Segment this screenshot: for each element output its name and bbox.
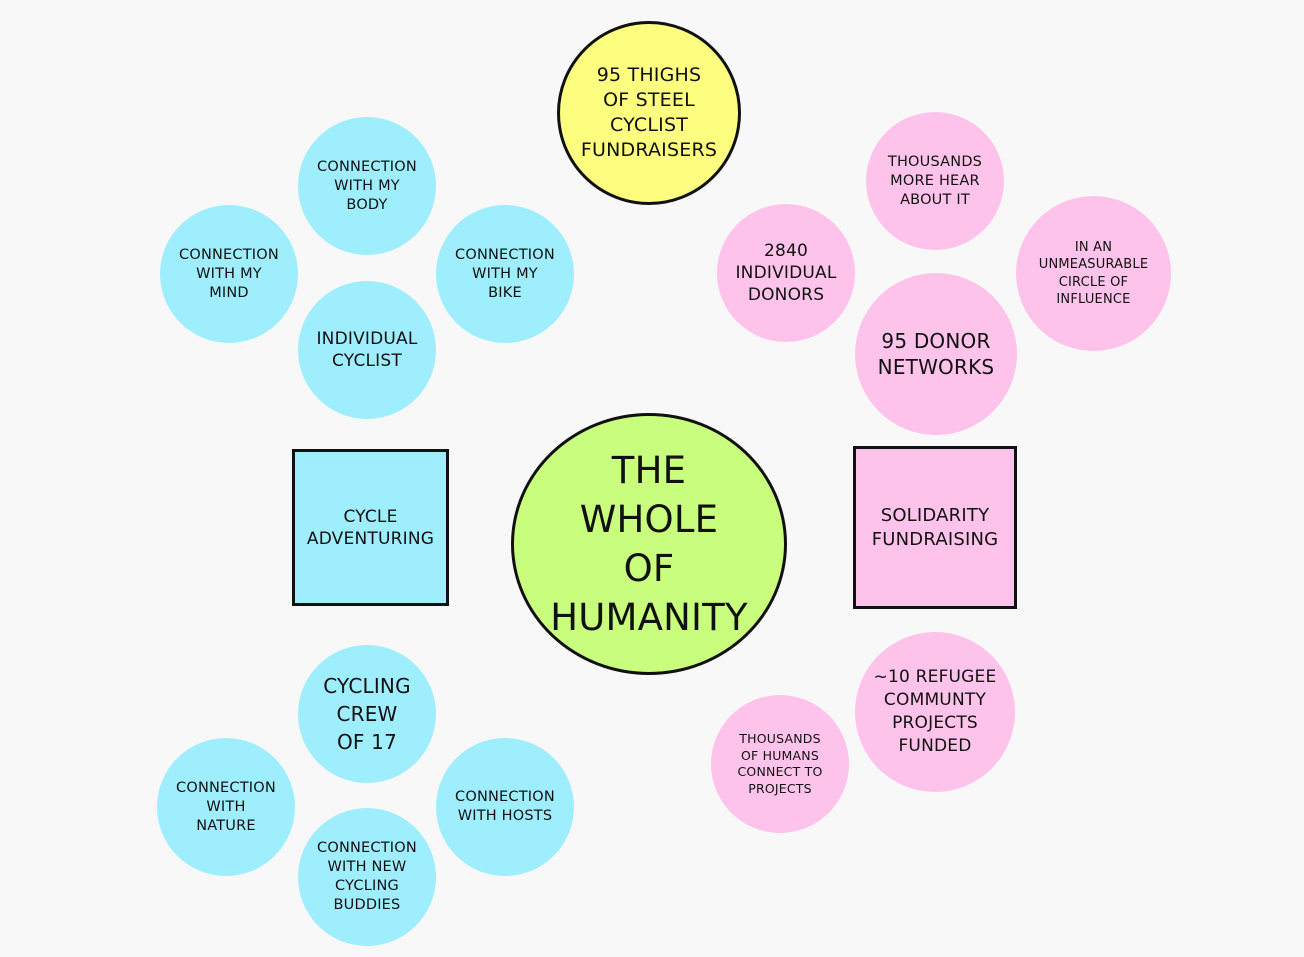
whole-of-humanity-label: THE WHOLE OF HUMANITY: [550, 449, 748, 639]
cycle-adventuring-node: CYCLE ADVENTURING: [292, 449, 449, 606]
refugee-projects-label: ~10 REFUGEE COMMUNTY PROJECTS FUNDED: [873, 667, 997, 756]
humans-connect-label: THOUSANDS OF HUMANS CONNECT TO PROJECTS: [737, 731, 823, 796]
individual-cyclist-label: INDIVIDUAL CYCLIST: [316, 329, 418, 371]
cycle-adventuring-label: CYCLE ADVENTURING: [306, 506, 435, 549]
cycling-crew-node: CYCLING CREW OF 17: [298, 645, 436, 783]
connection-buddies-node: CONNECTION WITH NEW CYCLING BUDDIES: [298, 808, 436, 946]
donor-networks-label: 95 DONOR NETWORKS: [877, 329, 995, 379]
thousands-hear-node: THOUSANDS MORE HEAR ABOUT IT: [866, 112, 1004, 250]
connection-body-label: CONNECTION WITH MY BODY: [317, 158, 417, 213]
solidarity-fundraising-node: SOLIDARITY FUNDRAISING: [853, 446, 1017, 609]
cyclist-fundraisers-node: 95 THIGHS OF STEEL CYCLIST FUNDRAISERS: [557, 21, 741, 205]
connection-hosts-node: CONNECTION WITH HOSTS: [436, 738, 574, 876]
connection-bike-node: CONNECTION WITH MY BIKE: [436, 205, 574, 343]
connection-nature-label: CONNECTION WITH NATURE: [176, 779, 276, 834]
connection-buddies-label: CONNECTION WITH NEW CYCLING BUDDIES: [317, 840, 417, 913]
whole-of-humanity-node: THE WHOLE OF HUMANITY: [511, 413, 787, 675]
connection-mind-label: CONNECTION WITH MY MIND: [179, 246, 279, 301]
connection-bike-label: CONNECTION WITH MY BIKE: [455, 246, 555, 301]
connection-hosts-label: CONNECTION WITH HOSTS: [455, 789, 555, 824]
solidarity-fundraising-label: SOLIDARITY FUNDRAISING: [871, 504, 999, 550]
thousands-hear-label: THOUSANDS MORE HEAR ABOUT IT: [887, 153, 983, 208]
connection-mind-node: CONNECTION WITH MY MIND: [160, 205, 298, 343]
individual-cyclist-node: INDIVIDUAL CYCLIST: [298, 281, 436, 419]
humans-connect-node: THOUSANDS OF HUMANS CONNECT TO PROJECTS: [711, 695, 849, 833]
circle-of-influence-node: IN AN UNMEASURABLE CIRCLE OF INFLUENCE: [1016, 196, 1171, 351]
connection-body-node: CONNECTION WITH MY BODY: [298, 117, 436, 255]
individual-donors-node: 2840 INDIVIDUAL DONORS: [717, 204, 855, 342]
circle-of-influence-label: IN AN UNMEASURABLE CIRCLE OF INFLUENCE: [1038, 239, 1149, 308]
individual-donors-label: 2840 INDIVIDUAL DONORS: [735, 241, 837, 305]
cyclist-fundraisers-label: 95 THIGHS OF STEEL CYCLIST FUNDRAISERS: [580, 64, 718, 161]
connection-nature-node: CONNECTION WITH NATURE: [157, 738, 295, 876]
refugee-projects-node: ~10 REFUGEE COMMUNTY PROJECTS FUNDED: [855, 632, 1015, 792]
donor-networks-node: 95 DONOR NETWORKS: [855, 273, 1017, 435]
cycling-crew-label: CYCLING CREW OF 17: [323, 674, 411, 754]
